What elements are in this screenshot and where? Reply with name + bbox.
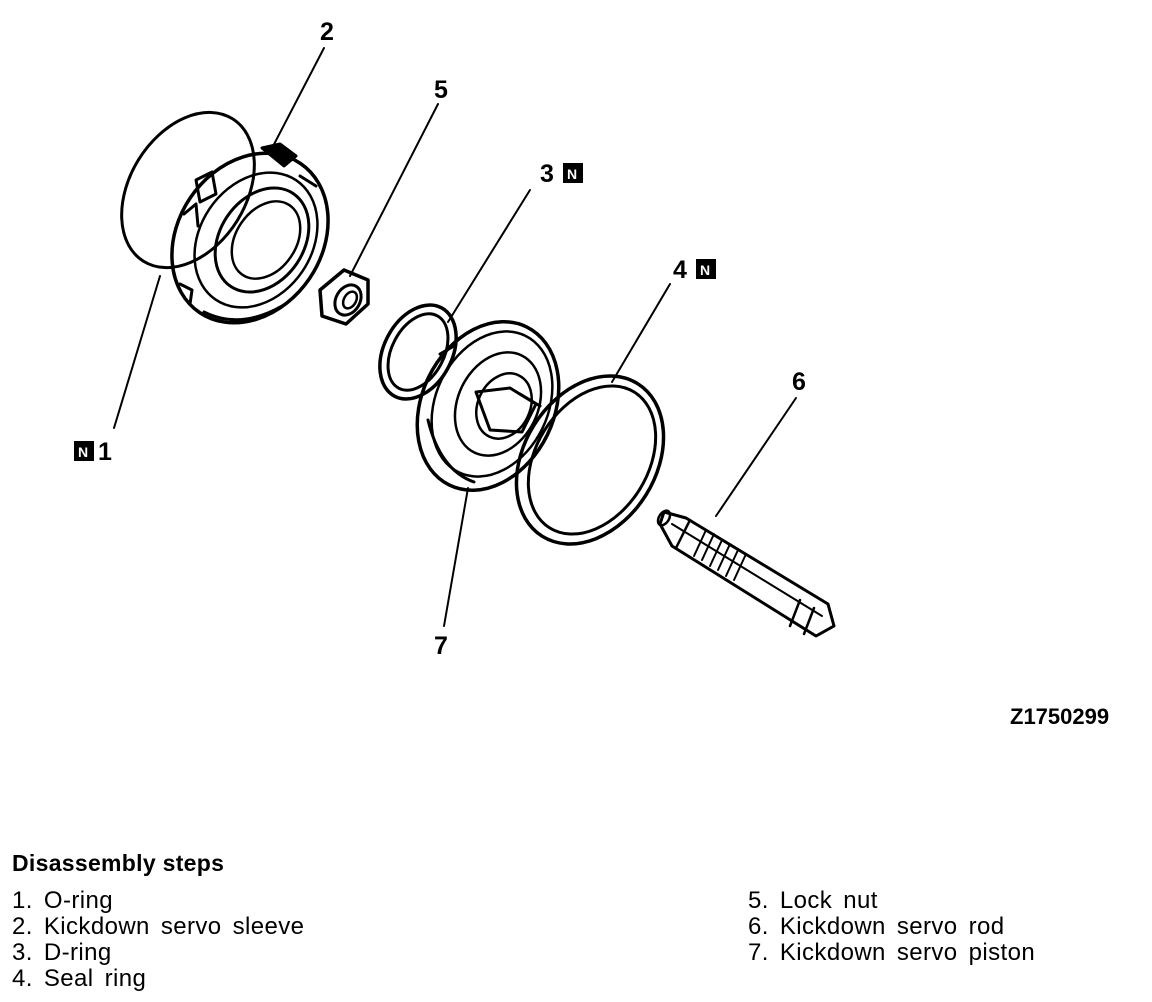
- new-part-mark: N: [78, 444, 88, 460]
- kickdown-servo-piston-part: [415, 320, 561, 492]
- callout-2: 2: [320, 18, 334, 46]
- callout-7: 7: [434, 632, 448, 660]
- steps-title: Disassembly steps: [12, 850, 225, 876]
- lock-nut-part: [318, 268, 370, 326]
- leader-lines: [113, 47, 797, 627]
- callout-6: 6: [792, 368, 806, 396]
- kickdown-servo-sleeve-part: [170, 142, 330, 325]
- new-part-mark: N: [700, 262, 710, 278]
- step-item: 6. Kickdown servo rod: [748, 913, 1005, 940]
- callout-1: 1: [98, 438, 112, 466]
- new-part-mark: N: [567, 166, 577, 182]
- seal-ring-part: [514, 374, 666, 546]
- exploded-view-diagram: 2 5 3 N 4 N 6 7 N 1 Z1750299: [74, 18, 1109, 729]
- step-item: 1. O-ring: [12, 887, 113, 914]
- new-part-badge-1: N: [74, 441, 94, 461]
- new-part-badge-3: N: [563, 163, 583, 183]
- kickdown-servo-rod-part: [656, 509, 836, 638]
- new-part-badge-4: N: [696, 259, 716, 279]
- callout-3: 3: [540, 160, 554, 188]
- figure-code: Z1750299: [1010, 704, 1109, 729]
- callout-5: 5: [434, 76, 448, 104]
- step-item: 5. Lock nut: [748, 887, 878, 914]
- step-item: 7. Kickdown servo piston: [748, 939, 1036, 966]
- o-ring-part: [120, 110, 256, 270]
- steps-list-left: 1. O-ring 2. Kickdown servo sleeve 3. D-…: [12, 888, 304, 992]
- step-item: 4. Seal ring: [12, 965, 147, 992]
- step-item: 2. Kickdown servo sleeve: [12, 913, 305, 940]
- steps-list-right: 5. Lock nut 6. Kickdown servo rod 7. Kic…: [748, 888, 1035, 966]
- callout-4: 4: [673, 256, 687, 284]
- step-item: 3. D-ring: [12, 939, 112, 966]
